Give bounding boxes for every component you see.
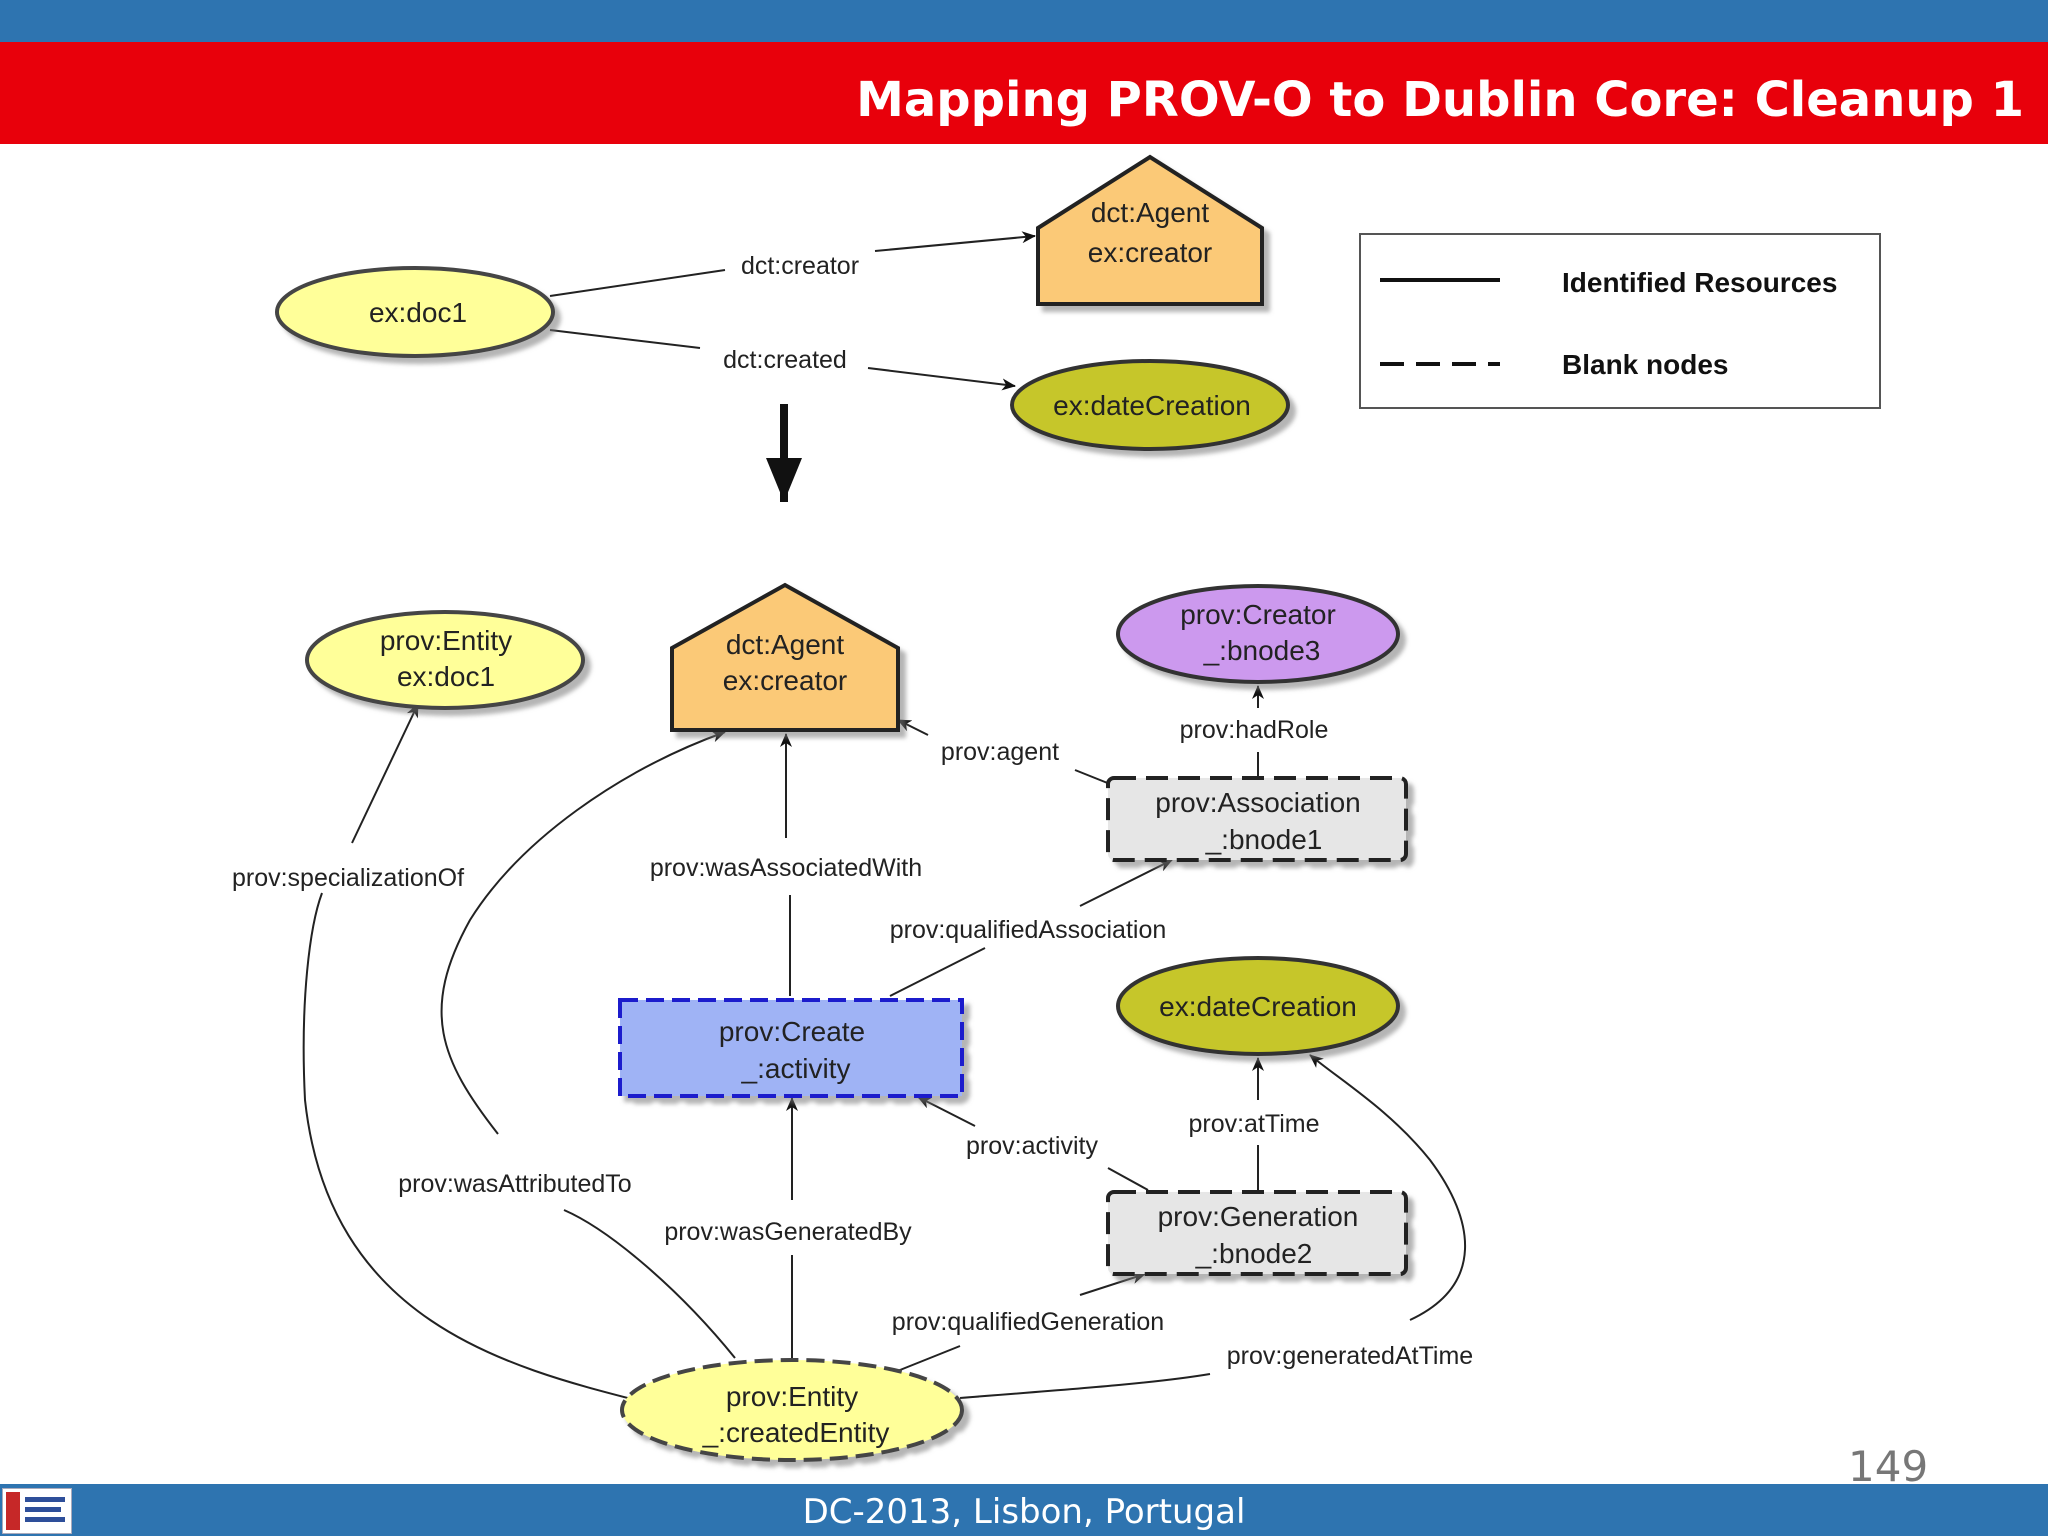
edge-was-associated-with: prov:wasAssociatedWith <box>650 733 922 996</box>
node-label: dct:Agent <box>726 629 845 660</box>
node-label: _:createdEntity <box>702 1417 890 1448</box>
edge-label-dct-creator: dct:creator <box>741 252 859 280</box>
edge-prov-activity: prov:activity <box>917 1096 1149 1191</box>
edge-label-at-time: prov:atTime <box>1188 1110 1319 1138</box>
edge-at-time: prov:atTime <box>1188 1057 1320 1192</box>
edge-label-had-role: prov:hadRole <box>1180 716 1329 744</box>
edge-qualified-generation: prov:qualifiedGeneration <box>892 1272 1164 1373</box>
node-label: ex:creator <box>723 665 848 696</box>
organization-logo <box>2 1488 72 1534</box>
node-label: _:bnode1 <box>1205 824 1323 855</box>
node-association: prov:Association _:bnode1 <box>1106 776 1408 862</box>
edge-generated-at-time: prov:generatedAtTime <box>959 1054 1473 1399</box>
edge-label-qualified-generation: prov:qualifiedGeneration <box>892 1308 1164 1336</box>
footer-bar: DC-2013, Lisbon, Portugal <box>0 1484 2048 1536</box>
edge-label-generated-at-time: prov:generatedAtTime <box>1227 1342 1473 1370</box>
node-label: prov:Entity <box>380 625 512 656</box>
edge-label-was-attributed-to: prov:wasAttributedTo <box>398 1170 631 1198</box>
legend-identified-label: Identified Resources <box>1562 267 1837 298</box>
node-label: _:bnode2 <box>1195 1238 1313 1269</box>
node-label: ex:creator <box>1088 237 1213 268</box>
edge-had-role: prov:hadRole <box>1180 685 1329 776</box>
node-date-creation: ex:dateCreation <box>1116 956 1400 1056</box>
edge-label-was-generated-by: prov:wasGeneratedBy <box>664 1218 912 1246</box>
slide-title: Mapping PROV-O to Dublin Core: Cleanup 1 <box>856 72 2024 128</box>
node-label: ex:dateCreation <box>1053 390 1251 421</box>
node-agent-top: dct:Agent ex:creator <box>1036 154 1264 306</box>
node-label: prov:Creator <box>1180 599 1336 630</box>
node-created-entity: prov:Entity _:createdEntity <box>620 1358 964 1462</box>
node-activity: prov:Create _:activity <box>618 998 964 1098</box>
edge-label-prov-agent: prov:agent <box>941 738 1059 766</box>
edge-dct-creator: dct:creator <box>549 231 1036 297</box>
edge-label-specialization-of: prov:specializationOf <box>232 864 464 892</box>
footer-text: DC-2013, Lisbon, Portugal <box>802 1492 1246 1532</box>
edge-label-was-associated-with: prov:wasAssociatedWith <box>650 854 922 882</box>
edge-specialization-of: prov:specializationOf <box>232 703 656 1406</box>
edge-qualified-association: prov:qualifiedAssociation <box>889 859 1173 997</box>
node-label: ex:dateCreation <box>1159 991 1357 1022</box>
node-creator-role: prov:Creator _:bnode3 <box>1116 584 1400 684</box>
node-doc1-top: ex:doc1 <box>275 266 555 358</box>
node-label: dct:Agent <box>1091 197 1210 228</box>
node-label: ex:doc1 <box>397 661 495 692</box>
node-label: _:bnode3 <box>1203 635 1321 666</box>
title-bar: Mapping PROV-O to Dublin Core: Cleanup 1 <box>0 42 2048 144</box>
edge-label-qualified-association: prov:qualifiedAssociation <box>890 916 1167 944</box>
node-agent: dct:Agent ex:creator <box>670 582 900 732</box>
top-band <box>0 0 2048 42</box>
edge-dct-created: dct:created <box>549 329 1016 391</box>
edge-was-attributed-to: prov:wasAttributedTo <box>398 730 736 1359</box>
edge-was-generated-by: prov:wasGeneratedBy <box>664 1097 912 1360</box>
node-generation: prov:Generation _:bnode2 <box>1106 1190 1408 1276</box>
node-label: _:activity <box>741 1053 851 1084</box>
legend-blank-label: Blank nodes <box>1562 349 1728 380</box>
edge-prov-agent: prov:agent <box>897 719 1111 785</box>
node-label: prov:Generation <box>1158 1201 1359 1232</box>
node-date-top: ex:dateCreation <box>1010 359 1290 451</box>
node-label: prov:Create <box>719 1016 865 1047</box>
edge-label-prov-activity: prov:activity <box>966 1132 1098 1160</box>
page-number: 149 <box>1848 1442 1929 1491</box>
legend: Identified Resources Blank nodes <box>1359 233 1881 409</box>
node-label: prov:Entity <box>726 1381 858 1412</box>
node-label: ex:doc1 <box>369 297 467 328</box>
edge-label-dct-created: dct:created <box>723 346 847 374</box>
node-label: prov:Association <box>1155 787 1360 818</box>
node-entity-doc1: prov:Entity ex:doc1 <box>305 610 585 710</box>
